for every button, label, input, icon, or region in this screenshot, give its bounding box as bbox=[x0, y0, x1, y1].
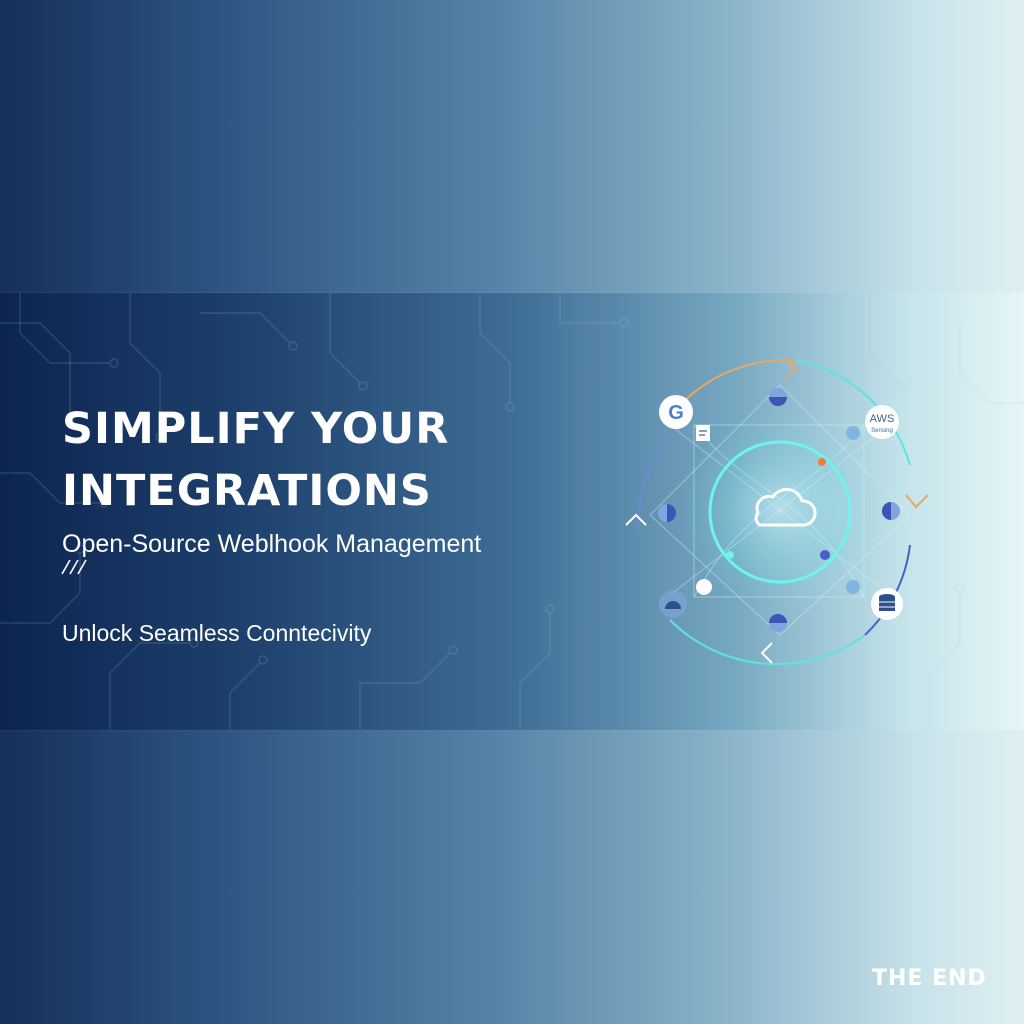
database-icon bbox=[871, 588, 903, 620]
outer-orbit-cyan-top bbox=[794, 359, 911, 466]
google-logo-icon: G bbox=[659, 395, 693, 429]
headline: SIMPLIFY YOUR INTEGRATIONS bbox=[62, 398, 449, 522]
headline-line-2: INTEGRATIONS bbox=[62, 466, 432, 516]
integration-diagram: G AWS Sensing bbox=[625, 358, 929, 666]
headline-line-1: SIMPLIFY YOUR bbox=[62, 404, 450, 454]
arrow-bottom-icon bbox=[760, 642, 773, 664]
brand-logo: THE END bbox=[872, 966, 987, 991]
aws-logo-icon: AWS Sensing bbox=[865, 405, 899, 439]
slashes-decoration bbox=[61, 559, 87, 575]
arrow-top-icon bbox=[785, 358, 798, 380]
google-letter: G bbox=[668, 402, 684, 424]
circuit-pattern bbox=[0, 293, 1024, 730]
accent-dot-cyan bbox=[726, 551, 734, 559]
cloud-service-icon bbox=[659, 590, 687, 618]
outer-orbit-cyan-bottom bbox=[669, 619, 866, 666]
outer-orbit-left bbox=[636, 434, 671, 531]
arrow-left-icon bbox=[625, 513, 647, 526]
chat-bubble-icon bbox=[696, 579, 712, 595]
tagline: Unlock Seamless Conntecivity bbox=[62, 620, 372, 646]
aws-sublabel: Sensing bbox=[871, 428, 893, 434]
document-icon bbox=[696, 425, 710, 441]
accent-dot-orange bbox=[818, 458, 826, 466]
aws-label: AWS bbox=[870, 413, 895, 425]
arrow-right-icon bbox=[905, 494, 929, 509]
node-small-dots bbox=[658, 388, 900, 632]
cloud-icon bbox=[754, 487, 817, 527]
inner-ring bbox=[708, 440, 852, 584]
outer-orbit-orange bbox=[679, 358, 796, 406]
accent-dot-indigo bbox=[820, 550, 830, 560]
subtitle: Open-Source Weblhook Management bbox=[62, 530, 482, 558]
